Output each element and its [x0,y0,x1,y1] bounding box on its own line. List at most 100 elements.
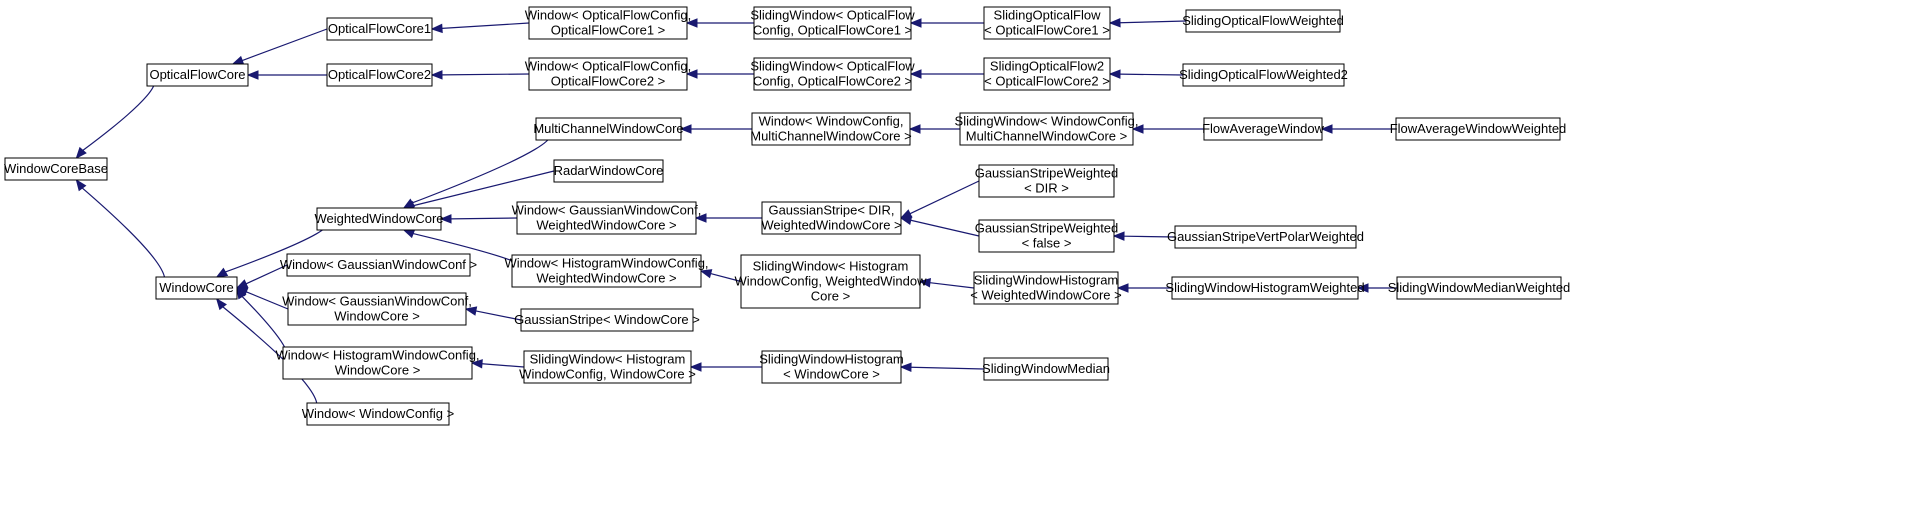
class-node-swm[interactable]: SlidingWindowMedian [982,357,1110,381]
class-node-gsvpw[interactable]: GaussianStripeVertPolarWeighted [1167,225,1364,249]
class-node-label: Window< OpticalFlowConfig, [525,8,692,23]
class-node-multichannelwindowcore[interactable]: MultiChannelWindowCore [533,117,684,141]
class-node-wwc-mc[interactable]: Window< WindowConfig,MultiChannelWindowC… [750,112,912,146]
class-node-gsw-dir[interactable]: GaussianStripeWeighted< DIR > [975,164,1119,198]
arrowhead-opticalflowcore [231,55,245,65]
class-node-opticalflowcore1[interactable]: OpticalFlowCore1 [326,17,433,41]
class-node-box [553,159,664,183]
edge-swm-to-swhist-c [910,366,985,370]
class-node-radarwindowcore[interactable]: RadarWindowCore [553,159,664,183]
class-node-box [326,17,433,41]
edge-windowcore-to-windowcorebase [81,187,166,289]
arrowhead-swofc1 [909,18,922,28]
class-node-box [978,164,1115,198]
class-node-label: WindowConfig, WindowCore > [519,367,696,382]
class-node-sof1[interactable]: SlidingOpticalFlow< OpticalFlowCore1 > [983,6,1111,40]
class-node-weightedwindowcore[interactable]: WeightedWindowCore [314,207,444,231]
edge-wofc2-to-opticalflowcore2 [441,73,530,76]
arrowhead-wofc2 [685,69,698,79]
class-node-sofw2[interactable]: SlidingOpticalFlowWeighted2 [1179,63,1348,87]
class-node-sof2[interactable]: SlidingOpticalFlow2< OpticalFlowCore2 > [983,57,1111,91]
class-node-label: Window< GaussianWindowConf > [280,257,477,272]
class-node-box [1203,117,1323,141]
arrowhead-swwc-mc [1131,124,1144,134]
class-node-wofc1[interactable]: Window< OpticalFlowConfig,OpticalFlowCor… [525,6,692,40]
class-node-label: SlidingWindowHistogram [759,352,904,367]
class-node-windowcore[interactable]: WindowCore [155,276,238,300]
class-node-label: Config, OpticalFlowCore1 > [753,23,912,38]
class-node-box [1395,117,1561,141]
class-node-label: OpticalFlowCore2 [328,67,431,82]
arrowhead-windowcore [215,297,227,311]
class-node-label: SlidingWindowHistogram [974,273,1119,288]
class-node-swofc1[interactable]: SlidingWindow< OpticalFlowConfig, Optica… [750,6,915,40]
class-node-swhist-c[interactable]: SlidingWindowHistogram< WindowCore > [759,350,904,384]
class-node-swh-w[interactable]: SlidingWindow< HistogramWindowConfig, We… [735,254,928,309]
class-node-box [1171,276,1359,300]
class-node-gsw-false[interactable]: GaussianStripeWeighted< false > [975,219,1119,253]
class-node-box [535,117,682,141]
class-node-swmw[interactable]: SlidingWindowMedianWeighted [1388,276,1571,300]
arrowhead-multichannelwindowcore [679,124,692,134]
class-node-opticalflowcore[interactable]: OpticalFlowCore [146,63,249,87]
class-node-flowaveragewindowweighted[interactable]: FlowAverageWindowWeighted [1390,117,1567,141]
arrowhead-windowcorebase [75,146,87,160]
class-node-label: Config, OpticalFlowCore2 > [753,74,912,89]
class-node-swwc-mc[interactable]: SlidingWindow< WindowConfig,MultiChannel… [955,112,1139,146]
class-node-label: GaussianStripe< DIR, [768,203,894,218]
class-node-wgwc-w[interactable]: Window< GaussianWindowConf,WeightedWindo… [512,201,702,235]
class-node-wgwc[interactable]: Window< GaussianWindowConf > [280,253,477,277]
class-node-label: GaussianStripeWeighted [975,166,1119,181]
class-node-box [287,292,467,326]
class-node-gs-dir[interactable]: GaussianStripe< DIR,WeightedWindowCore > [761,201,902,235]
class-node-gs-wc[interactable]: GaussianStripe< WindowCore > [514,308,700,332]
class-node-wofc2[interactable]: Window< OpticalFlowConfig,OpticalFlowCor… [525,57,692,91]
edge-gsvpw-to-gsw-false [1123,235,1176,238]
class-node-box [978,219,1115,253]
class-node-box [528,6,688,40]
edge-swhist-w-to-swh-w [929,282,975,289]
arrowhead-opticalflowcore2 [430,70,443,80]
class-node-box [740,254,921,309]
edge-wgwc-w-to-weightedwindowcore [450,217,518,220]
class-node-swhist-w[interactable]: SlidingWindowHistogram< WeightedWindowCo… [970,271,1122,305]
arrowhead-swhw [1356,283,1369,293]
class-node-label: SlidingWindow< WindowConfig, [955,114,1139,129]
class-node-box [516,201,697,235]
arrowhead-gsw-false [1112,231,1125,241]
class-node-box [306,402,450,426]
class-node-wgwc-c[interactable]: Window< GaussianWindowConf,WindowCore > [282,292,472,326]
class-node-sofw[interactable]: SlidingOpticalFlowWeighted [1182,9,1344,33]
class-node-whwc-c[interactable]: Window< HistogramWindowConfig,WindowCore… [275,346,480,380]
arrowhead-whwc-w [699,269,713,279]
class-node-label: OpticalFlowCore1 [328,21,431,36]
class-node-label: GaussianStripeWeighted [975,221,1119,236]
edge-wofc1-to-opticalflowcore1 [441,22,530,29]
class-node-label: WeightedWindowCore > [761,218,901,233]
class-node-swhw[interactable]: SlidingWindowHistogramWeighted [1165,276,1365,300]
class-node-opticalflowcore2[interactable]: OpticalFlowCore2 [326,63,433,87]
class-node-box [1396,276,1562,300]
arrowhead-opticalflowcore1 [430,23,443,34]
class-node-whwc-w[interactable]: Window< HistogramWindowConfig,WeightedWi… [504,254,709,288]
edge-swh-c-to-whwc-c [481,363,525,368]
class-node-label: SlidingWindow< Histogram [530,352,686,367]
class-node-label: Window< WindowConfig, [759,114,904,129]
class-node-label: < WeightedWindowCore > [970,288,1122,303]
class-node-swh-c[interactable]: SlidingWindow< HistogramWindowConfig, Wi… [519,350,696,384]
class-node-label: SlidingOpticalFlowWeighted [1182,13,1344,28]
arrowhead-sof1 [1108,17,1121,28]
class-node-box [316,207,442,231]
class-node-label: < OpticalFlowCore2 > [984,74,1110,89]
class-node-box [146,63,249,87]
class-node-label: < DIR > [1024,181,1069,196]
class-node-swofc2[interactable]: SlidingWindow< OpticalFlowConfig, Optica… [750,57,915,91]
class-node-wwc[interactable]: Window< WindowConfig > [302,402,454,426]
edge-multichannelwindowcore-to-weightedwindowcore [412,128,552,204]
class-node-label: WindowCore > [334,309,420,324]
class-node-flowaveragewindow[interactable]: FlowAverageWindow [1202,117,1325,141]
class-node-windowcorebase[interactable]: WindowCoreBase [4,157,108,181]
class-node-box [1185,9,1341,33]
class-node-label: MultiChannelWindowCore > [966,129,1128,144]
